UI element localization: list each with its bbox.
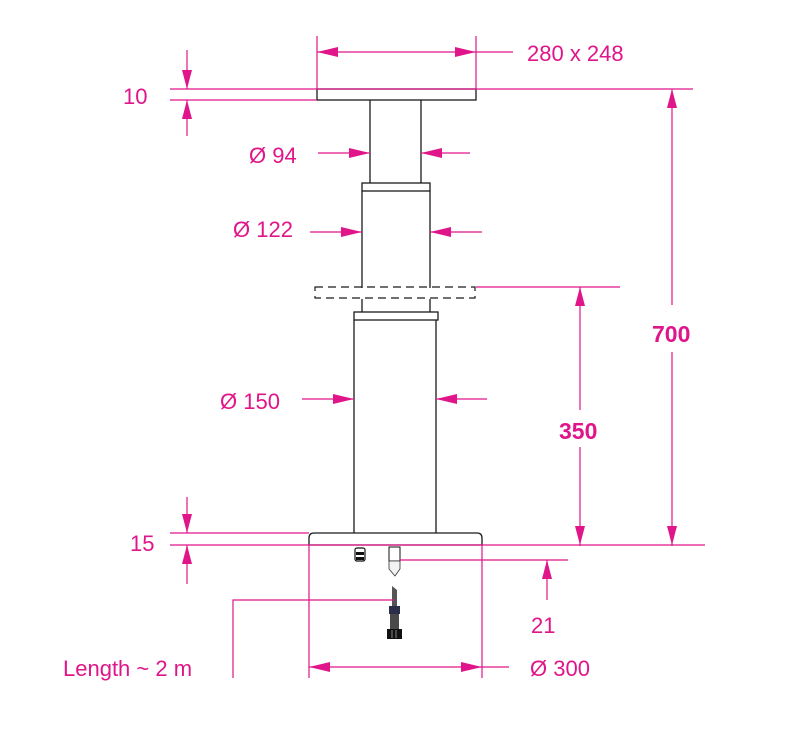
label-stroke: 350 xyxy=(559,418,597,444)
column-outline xyxy=(308,88,483,546)
label-overall-height: 700 xyxy=(652,321,690,347)
label-top-plate-size: 280 x 248 xyxy=(527,41,624,66)
label-cable-length: Length ~ 2 m xyxy=(63,656,192,681)
cable-connector xyxy=(387,546,402,639)
retracted-plate-dashed xyxy=(314,286,476,299)
label-diameter-122: Ø 122 xyxy=(233,217,293,242)
top-plate xyxy=(316,88,477,101)
label-diameter-300: Ø 300 xyxy=(530,656,590,681)
collar-upper xyxy=(361,182,431,192)
dimension-lines xyxy=(170,36,705,678)
base-plate xyxy=(308,532,483,546)
label-base-plate-thickness: 15 xyxy=(130,531,154,556)
label-diameter-94: Ø 94 xyxy=(249,143,297,168)
label-connector-offset: 21 xyxy=(531,613,555,638)
connector-small xyxy=(354,547,366,562)
collar-lower xyxy=(353,311,439,321)
dimension-arrows xyxy=(182,47,677,672)
label-top-plate-thickness: 10 xyxy=(123,84,147,109)
label-diameter-150: Ø 150 xyxy=(220,389,280,414)
